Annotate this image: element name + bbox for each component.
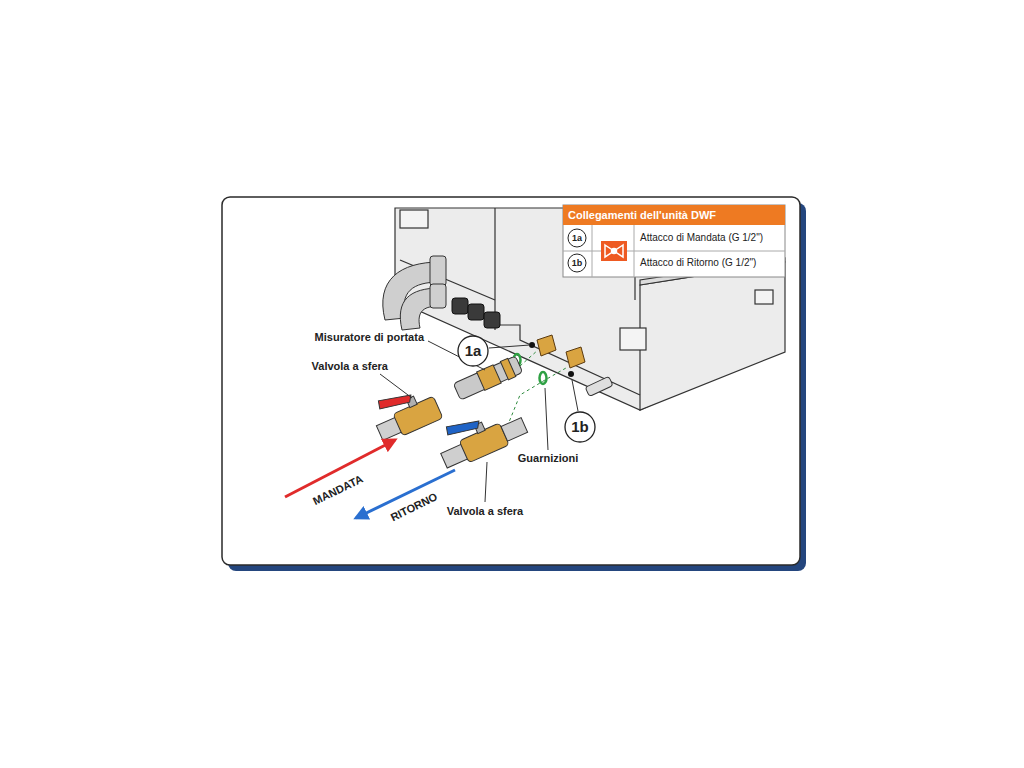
table-header: Collegamenti dell'unità DWF bbox=[568, 209, 716, 222]
part-name: Misuratore di portata bbox=[315, 331, 424, 344]
table-callout: 1b bbox=[572, 258, 583, 268]
part-name: Guarnizioni bbox=[518, 452, 579, 465]
table-callout: 1a bbox=[572, 233, 582, 243]
callout-number: 1a bbox=[465, 342, 482, 359]
part-name: Valvola a sfera bbox=[447, 505, 523, 518]
table-cell: Attacco di Ritorno (G 1/2") bbox=[640, 257, 756, 269]
part-name: Valvola a sfera bbox=[312, 360, 388, 373]
callout-number: 1b bbox=[571, 418, 589, 435]
table-cell: Attacco di Mandata (G 1/2") bbox=[640, 232, 763, 244]
